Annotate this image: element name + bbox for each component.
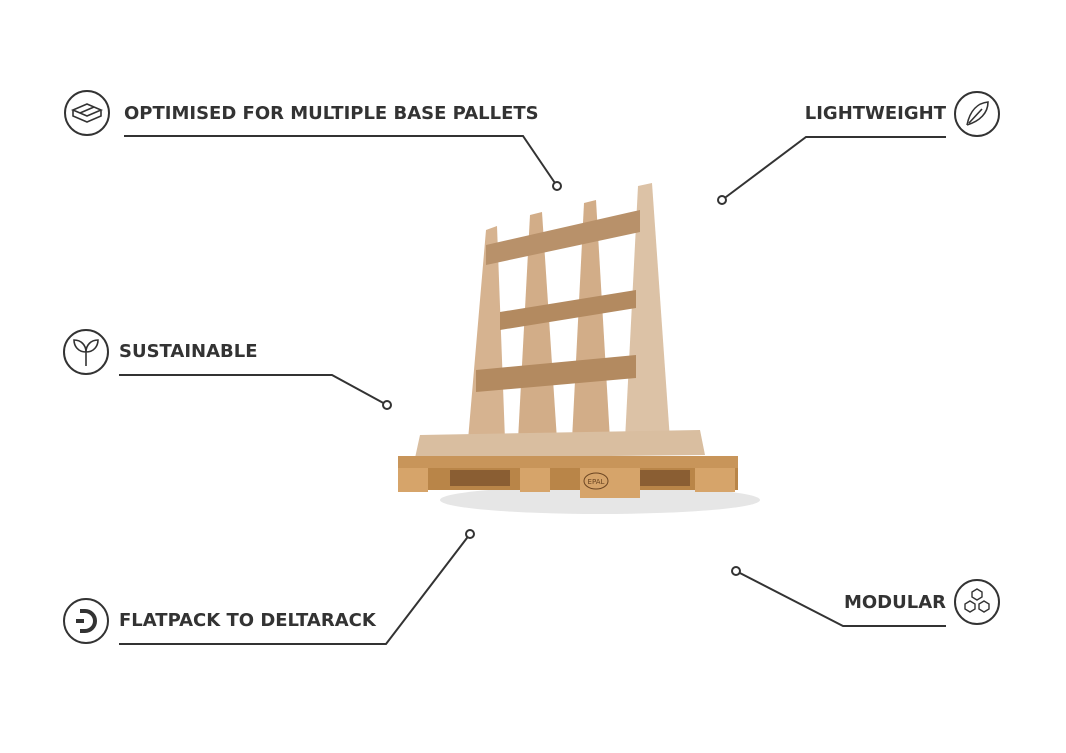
callout-line-pallets xyxy=(124,135,558,187)
callout-dot xyxy=(717,195,727,205)
callout-line-sustainable xyxy=(119,374,388,406)
feature-label-flatpack: FLATPACK TO DELTARACK xyxy=(119,610,376,631)
callout-dot xyxy=(382,400,392,410)
pallet-icon xyxy=(64,90,110,136)
pallet-stamp: EPAL xyxy=(588,478,605,486)
callout-dot xyxy=(552,181,562,191)
feature-label-lightweight: LIGHTWEIGHT xyxy=(804,103,946,124)
callout-line-modular xyxy=(735,570,946,627)
feather-icon xyxy=(954,91,1000,137)
product-shadow xyxy=(440,486,760,514)
feature-label-modular: MODULAR xyxy=(843,592,946,613)
feature-label-pallets: OPTIMISED FOR MULTIPLE BASE PALLETS xyxy=(124,103,539,124)
deltarack-logo-icon xyxy=(63,598,109,644)
hexagon-cluster-icon xyxy=(954,579,1000,625)
leaf-sprout-icon xyxy=(63,329,109,375)
callout-line-flatpack xyxy=(119,533,471,645)
callout-line-lightweight xyxy=(721,136,946,201)
feature-label-sustainable: SUSTAINABLE xyxy=(119,341,258,362)
callout-dot xyxy=(465,529,475,539)
deltarack-product-image: EPAL xyxy=(398,183,738,498)
callout-dot xyxy=(731,566,741,576)
